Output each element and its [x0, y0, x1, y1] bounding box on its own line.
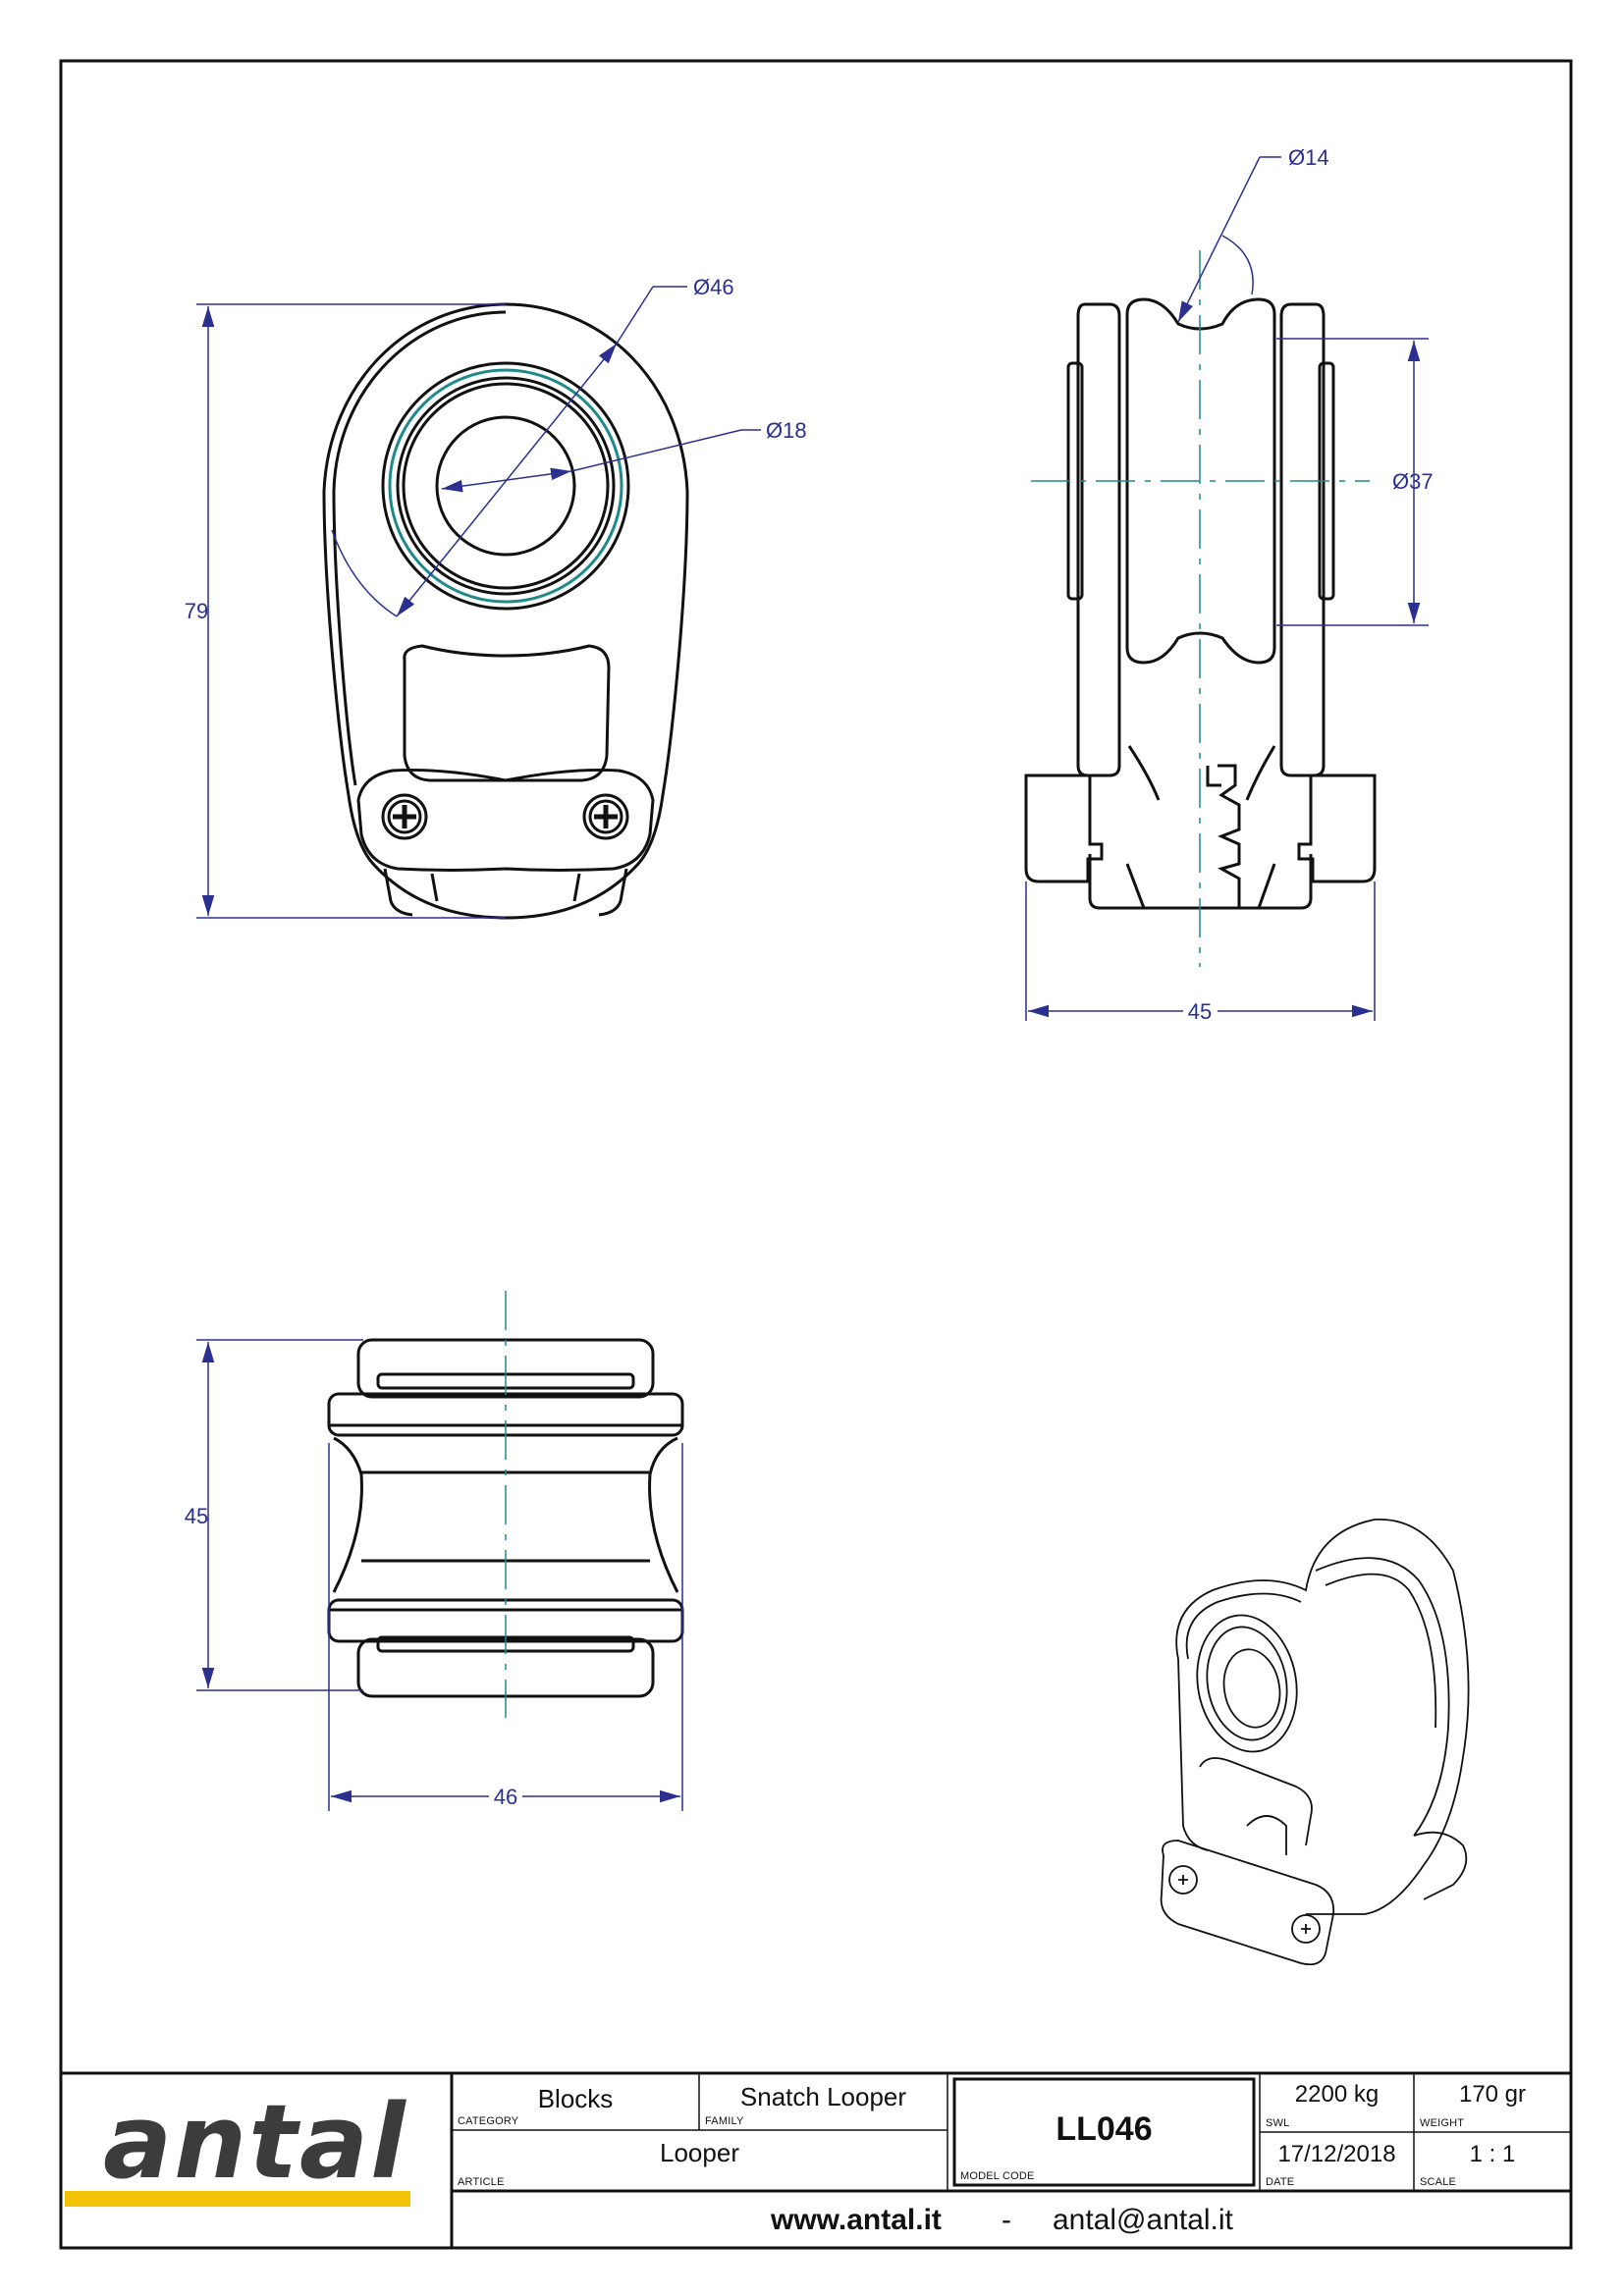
scale-value: 1 : 1 — [1469, 2141, 1516, 2167]
cell-weight: 170 gr WEIGHT — [1414, 2073, 1571, 2132]
website-link[interactable]: www.antal.it — [771, 2204, 942, 2236]
side-view-dimensions — [196, 286, 761, 919]
isometric-view — [1160, 1519, 1470, 1966]
drawing-frame — [59, 59, 1573, 2250]
side-view — [322, 302, 689, 920]
dim-side-height: 79 — [185, 599, 208, 623]
model-code-value: LL046 — [1056, 2110, 1153, 2148]
model-code-label: MODEL CODE — [960, 2170, 1035, 2182]
date-label: DATE — [1266, 2176, 1295, 2188]
contact-separator: - — [1001, 2204, 1011, 2236]
dim-top-width: 46 — [494, 1785, 517, 1809]
article-value: Looper — [660, 2138, 739, 2167]
category-label: CATEGORY — [458, 2115, 519, 2127]
cell-family: Snatch Looper FAMILY — [699, 2073, 947, 2130]
top-view-dimensions — [196, 1339, 683, 1811]
cell-category: Blocks CATEGORY — [452, 2073, 699, 2130]
dim-top-height: 45 — [185, 1504, 208, 1528]
weight-value: 170 gr — [1458, 2081, 1527, 2108]
dim-front-sheave-diameter: Ø37 — [1392, 469, 1434, 494]
cell-article: Looper ARTICLE — [452, 2130, 947, 2191]
front-view-centerlines — [1031, 250, 1370, 967]
swl-label: SWL — [1266, 2117, 1290, 2129]
dim-side-outer-diameter: Ø46 — [693, 275, 734, 299]
cell-model-code: LL046 MODEL CODE — [954, 2079, 1254, 2185]
title-block-grid — [61, 2071, 1571, 2248]
date-value: 17/12/2018 — [1277, 2141, 1396, 2167]
article-label: ARTICLE — [458, 2176, 505, 2188]
family-label: FAMILY — [705, 2115, 744, 2127]
cell-swl: 2200 kg SWL — [1260, 2073, 1414, 2132]
screw-right-icon — [582, 793, 629, 840]
antal-logo: antal — [103, 2082, 407, 2202]
front-view-dimensions — [1025, 156, 1429, 1021]
email-link[interactable]: antal@antal.it — [1053, 2204, 1233, 2236]
family-value: Snatch Looper — [739, 2082, 907, 2111]
weight-label: WEIGHT — [1420, 2117, 1465, 2129]
cell-date: 17/12/2018 DATE — [1260, 2132, 1414, 2191]
cell-scale: 1 : 1 SCALE — [1414, 2132, 1571, 2191]
category-value: Blocks — [537, 2084, 614, 2113]
dim-front-width: 45 — [1188, 999, 1212, 1024]
dim-front-pin-diameter: Ø14 — [1288, 145, 1329, 170]
scale-label: SCALE — [1420, 2176, 1457, 2188]
dim-side-inner-diameter: Ø18 — [766, 418, 807, 443]
screw-left-icon — [381, 793, 428, 840]
swl-value: 2200 kg — [1294, 2081, 1380, 2108]
logo-underline-bar — [65, 2191, 410, 2207]
contact-row: www.antal.it - antal@antal.it — [452, 2191, 1571, 2248]
